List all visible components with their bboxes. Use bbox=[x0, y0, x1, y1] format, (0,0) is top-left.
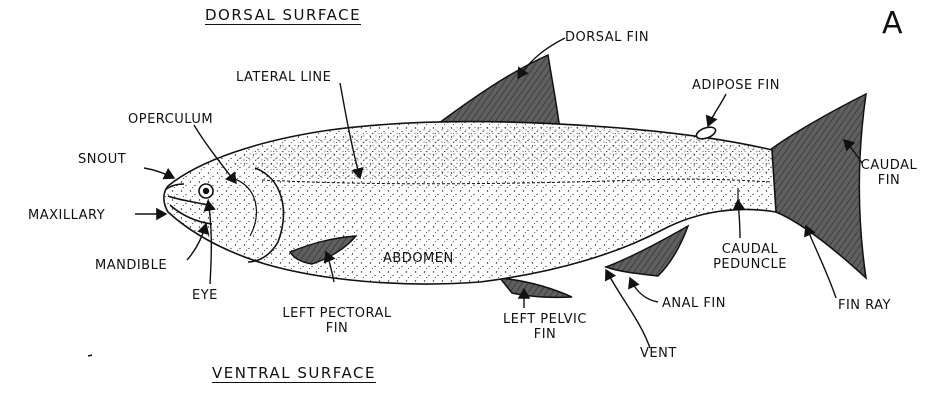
label-left-pectoral-fin-line-1: LEFT PECTORAL bbox=[262, 306, 412, 321]
label-left-pelvic-fin: LEFT PELVIC FIN bbox=[480, 312, 610, 342]
label-fin-ray: FIN RAY bbox=[838, 298, 891, 313]
label-maxillary: MAXILLARY bbox=[28, 208, 105, 223]
label-caudal-peduncle-line-1: CAUDAL bbox=[700, 242, 800, 257]
label-left-pectoral-fin-line-2: FIN bbox=[262, 321, 412, 336]
label-caudal-fin: CAUDAL FIN bbox=[858, 158, 920, 188]
label-anal-fin: ANAL FIN bbox=[662, 296, 726, 311]
label-snout: SNOUT bbox=[78, 152, 126, 167]
label-caudal-fin-line-2: FIN bbox=[858, 173, 920, 188]
label-left-pectoral-fin: LEFT PECTORAL FIN bbox=[262, 306, 412, 336]
panel-letter: A bbox=[882, 6, 903, 41]
label-caudal-peduncle-line-2: PEDUNCLE bbox=[700, 257, 800, 272]
label-caudal-peduncle: CAUDAL PEDUNCLE bbox=[700, 242, 800, 272]
label-operculum: OPERCULUM bbox=[128, 112, 213, 127]
label-adipose-fin: ADIPOSE FIN bbox=[692, 78, 780, 93]
label-mandible: MANDIBLE bbox=[95, 258, 167, 273]
dorsal-surface-heading: DORSAL SURFACE bbox=[205, 8, 361, 25]
label-left-pelvic-fin-line-2: FIN bbox=[480, 327, 610, 342]
label-abdomen: ABDOMEN bbox=[383, 251, 454, 266]
label-lateral-line: LATERAL LINE bbox=[236, 70, 331, 85]
label-dorsal-fin: DORSAL FIN bbox=[565, 30, 649, 45]
ventral-surface-heading: VENTRAL SURFACE bbox=[212, 366, 376, 383]
label-vent: VENT bbox=[640, 346, 677, 361]
label-caudal-fin-line-1: CAUDAL bbox=[858, 158, 920, 173]
dorsal-fin-shape bbox=[435, 55, 560, 130]
label-eye: EYE bbox=[192, 288, 218, 303]
pelvic-fin-shape bbox=[500, 278, 572, 297]
label-left-pelvic-fin-line-1: LEFT PELVIC bbox=[480, 312, 610, 327]
